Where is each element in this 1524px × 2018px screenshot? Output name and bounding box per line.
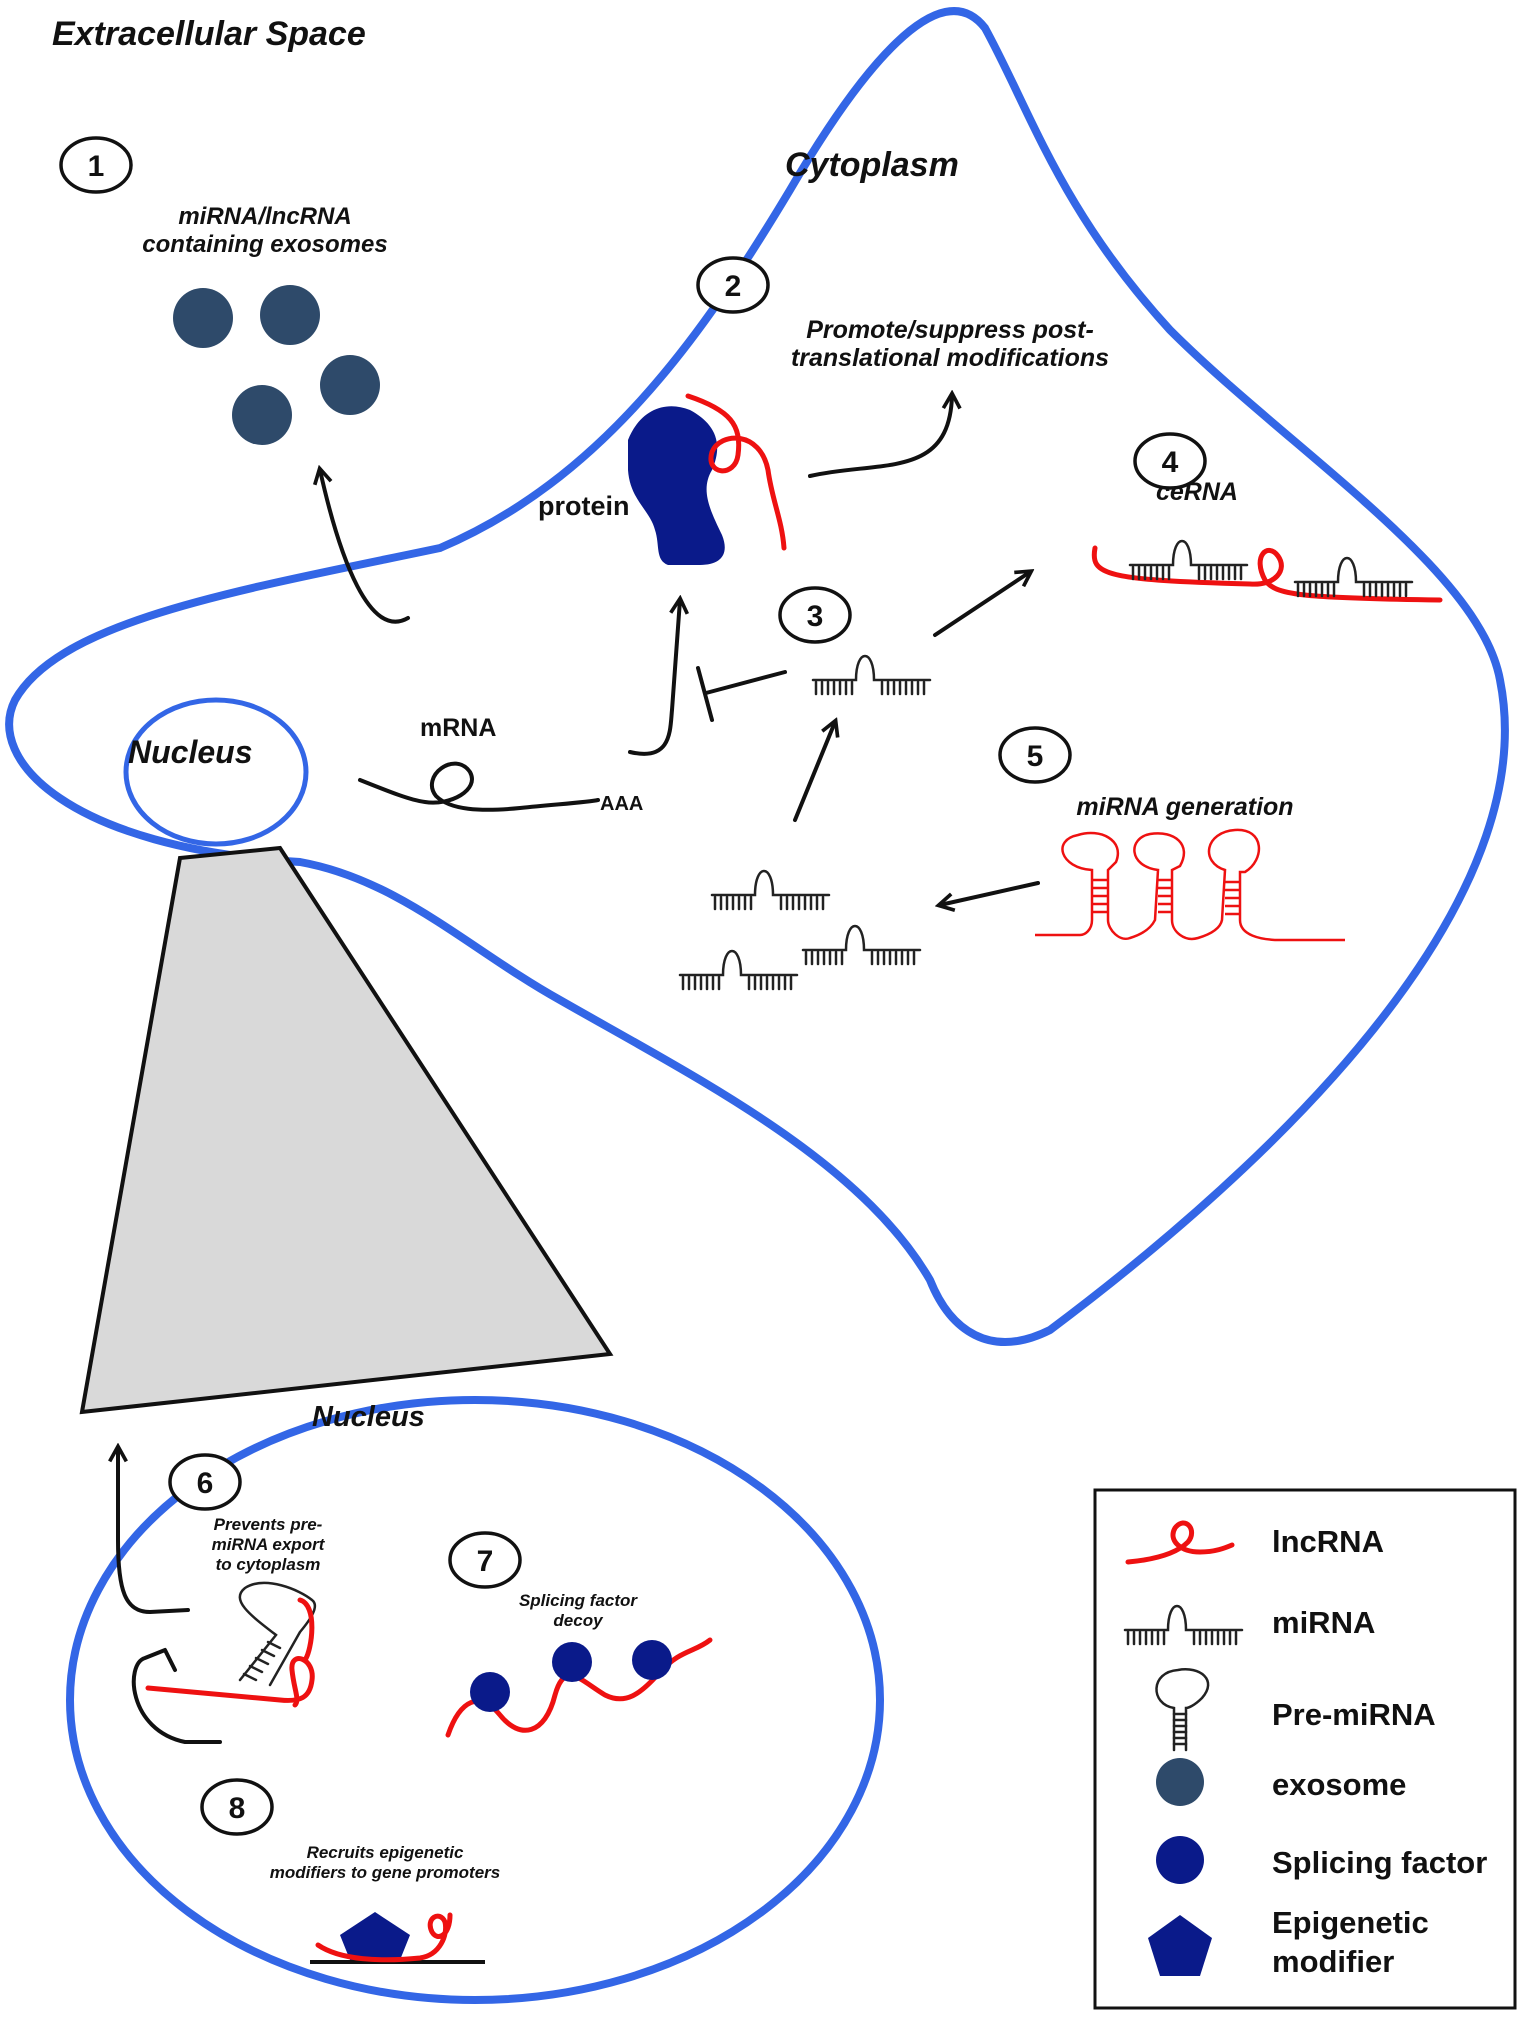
exosome-icon bbox=[1156, 1758, 1204, 1806]
step-7: 7 Splicing factor decoy bbox=[445, 1531, 713, 1738]
step-caption: miRNA/lncRNA bbox=[178, 203, 351, 230]
lncrna-strand bbox=[685, 393, 787, 551]
step-number-badge bbox=[1133, 432, 1207, 490]
legend-box bbox=[1093, 1488, 1517, 2010]
step-2: 2 Promote/suppress post- translational m… bbox=[628, 256, 1109, 565]
processing-arrow bbox=[940, 881, 1040, 905]
step-caption: to cytoplasm bbox=[216, 1555, 321, 1574]
step-number-badge bbox=[200, 1778, 274, 1836]
export-inhibition bbox=[131, 1648, 222, 1744]
step-caption: decoy bbox=[553, 1611, 604, 1630]
legend-label: Epigenetic bbox=[1272, 1905, 1429, 1940]
step-number-badge bbox=[696, 256, 770, 314]
cerna-arrow bbox=[933, 572, 1030, 637]
nucleus-large-label: Nucleus bbox=[312, 1401, 425, 1433]
protein-label: protein bbox=[538, 491, 630, 521]
nucleus-small-label: Nucleus bbox=[128, 734, 252, 770]
splicing-factor bbox=[552, 1642, 592, 1682]
splicing-factor-icon bbox=[1156, 1836, 1204, 1884]
step-number: 3 bbox=[807, 600, 824, 633]
protein-shape bbox=[628, 406, 725, 565]
step-number: 6 bbox=[197, 1467, 214, 1500]
step-caption: translational modifications bbox=[791, 344, 1109, 372]
step-3: 3 bbox=[696, 572, 1030, 822]
step-6: 6 Prevents pre- miRNA export to cytoplas… bbox=[118, 1448, 326, 1744]
lncrna-strand bbox=[315, 1912, 453, 1963]
step-1: 1 miRNA/lncRNA containing exosomes bbox=[59, 136, 410, 624]
step-number-badge bbox=[448, 1531, 522, 1589]
exosome bbox=[260, 285, 320, 345]
step-caption: modifiers to gene promoters bbox=[270, 1863, 500, 1882]
mirna bbox=[1128, 539, 1249, 581]
step-number: 5 bbox=[1027, 740, 1044, 773]
pre-mirna bbox=[238, 1581, 317, 1687]
legend-label: modifier bbox=[1272, 1944, 1394, 1979]
step-caption: ceRNA bbox=[1156, 478, 1238, 506]
legend: lncRNA miRNA Pre-miRNA exosome Splicing … bbox=[1093, 1488, 1517, 2010]
ptm-arrow bbox=[808, 395, 952, 478]
step-caption: Prevents pre- bbox=[214, 1515, 323, 1534]
cytoplasm-label: Cytoplasm bbox=[785, 146, 959, 184]
mrna-label: mRNA bbox=[420, 714, 496, 742]
step-number: 1 bbox=[88, 150, 105, 183]
mrna bbox=[358, 600, 680, 812]
step-caption: Splicing factor bbox=[519, 1591, 638, 1610]
step-caption: miRNA export bbox=[212, 1535, 326, 1554]
nucleus-small bbox=[123, 697, 309, 847]
step-8: 8 Recruits epigenetic modifiers to gene … bbox=[200, 1778, 500, 1964]
epigenetic-modifier-icon bbox=[1148, 1915, 1212, 1976]
step-number-badge bbox=[778, 586, 852, 644]
exosome bbox=[320, 355, 380, 415]
splicing-factor bbox=[632, 1640, 672, 1680]
step-number: 8 bbox=[229, 1792, 246, 1825]
step-number-badge bbox=[998, 726, 1072, 784]
extracellular-space-label: Extracellular Space bbox=[52, 15, 366, 53]
epigenetic-modifier bbox=[340, 1912, 410, 1960]
step-caption: miRNA generation bbox=[1076, 793, 1293, 821]
step-5: 5 miRNA generation bbox=[678, 726, 1345, 991]
step-caption: Promote/suppress post- bbox=[806, 316, 1094, 344]
legend-label: Splicing factor bbox=[1272, 1845, 1487, 1880]
legend-label: lncRNA bbox=[1272, 1524, 1384, 1559]
step-number: 2 bbox=[725, 270, 742, 303]
export-arrow bbox=[118, 1448, 190, 1614]
cell-membrane bbox=[5, 7, 1509, 1346]
mirna bbox=[1293, 556, 1414, 598]
step-caption: Recruits epigenetic bbox=[307, 1843, 464, 1862]
hairpin-stem-rungs bbox=[1092, 878, 1240, 916]
mirna bbox=[811, 654, 932, 696]
mirna bbox=[801, 924, 922, 966]
mirna bbox=[710, 869, 831, 911]
step-number-badge bbox=[168, 1453, 242, 1511]
legend-label: Pre-miRNA bbox=[1272, 1697, 1436, 1732]
step-4: 4 ceRNA bbox=[1091, 432, 1443, 603]
step-number: 7 bbox=[477, 1545, 494, 1578]
maturation-arrow bbox=[793, 722, 835, 822]
nucleus-large bbox=[66, 1396, 884, 2004]
secretion-arrow bbox=[320, 470, 410, 624]
lncrna-sponge bbox=[1091, 545, 1443, 603]
lncrna-loop bbox=[297, 1597, 315, 1663]
translation-arrow bbox=[628, 600, 680, 756]
mirna bbox=[678, 949, 799, 991]
lncrna-hairpins bbox=[1035, 828, 1345, 942]
legend-label: exosome bbox=[1272, 1767, 1406, 1802]
legend-label: miRNA bbox=[1272, 1605, 1375, 1640]
splicing-factor bbox=[470, 1672, 510, 1712]
mrna-strand bbox=[358, 761, 600, 812]
exosome bbox=[232, 385, 292, 445]
inhibition-bar bbox=[696, 666, 787, 722]
nucleus-zoom-cone bbox=[79, 845, 614, 1415]
step-number-badge bbox=[59, 136, 133, 194]
exosome bbox=[173, 288, 233, 348]
lncrna-icon bbox=[1125, 1520, 1235, 1565]
step-number: 4 bbox=[1162, 446, 1179, 479]
pre-mirna-stem bbox=[242, 1640, 282, 1682]
polya-tail-label: AAA bbox=[600, 793, 643, 815]
step-caption: containing exosomes bbox=[142, 231, 387, 258]
